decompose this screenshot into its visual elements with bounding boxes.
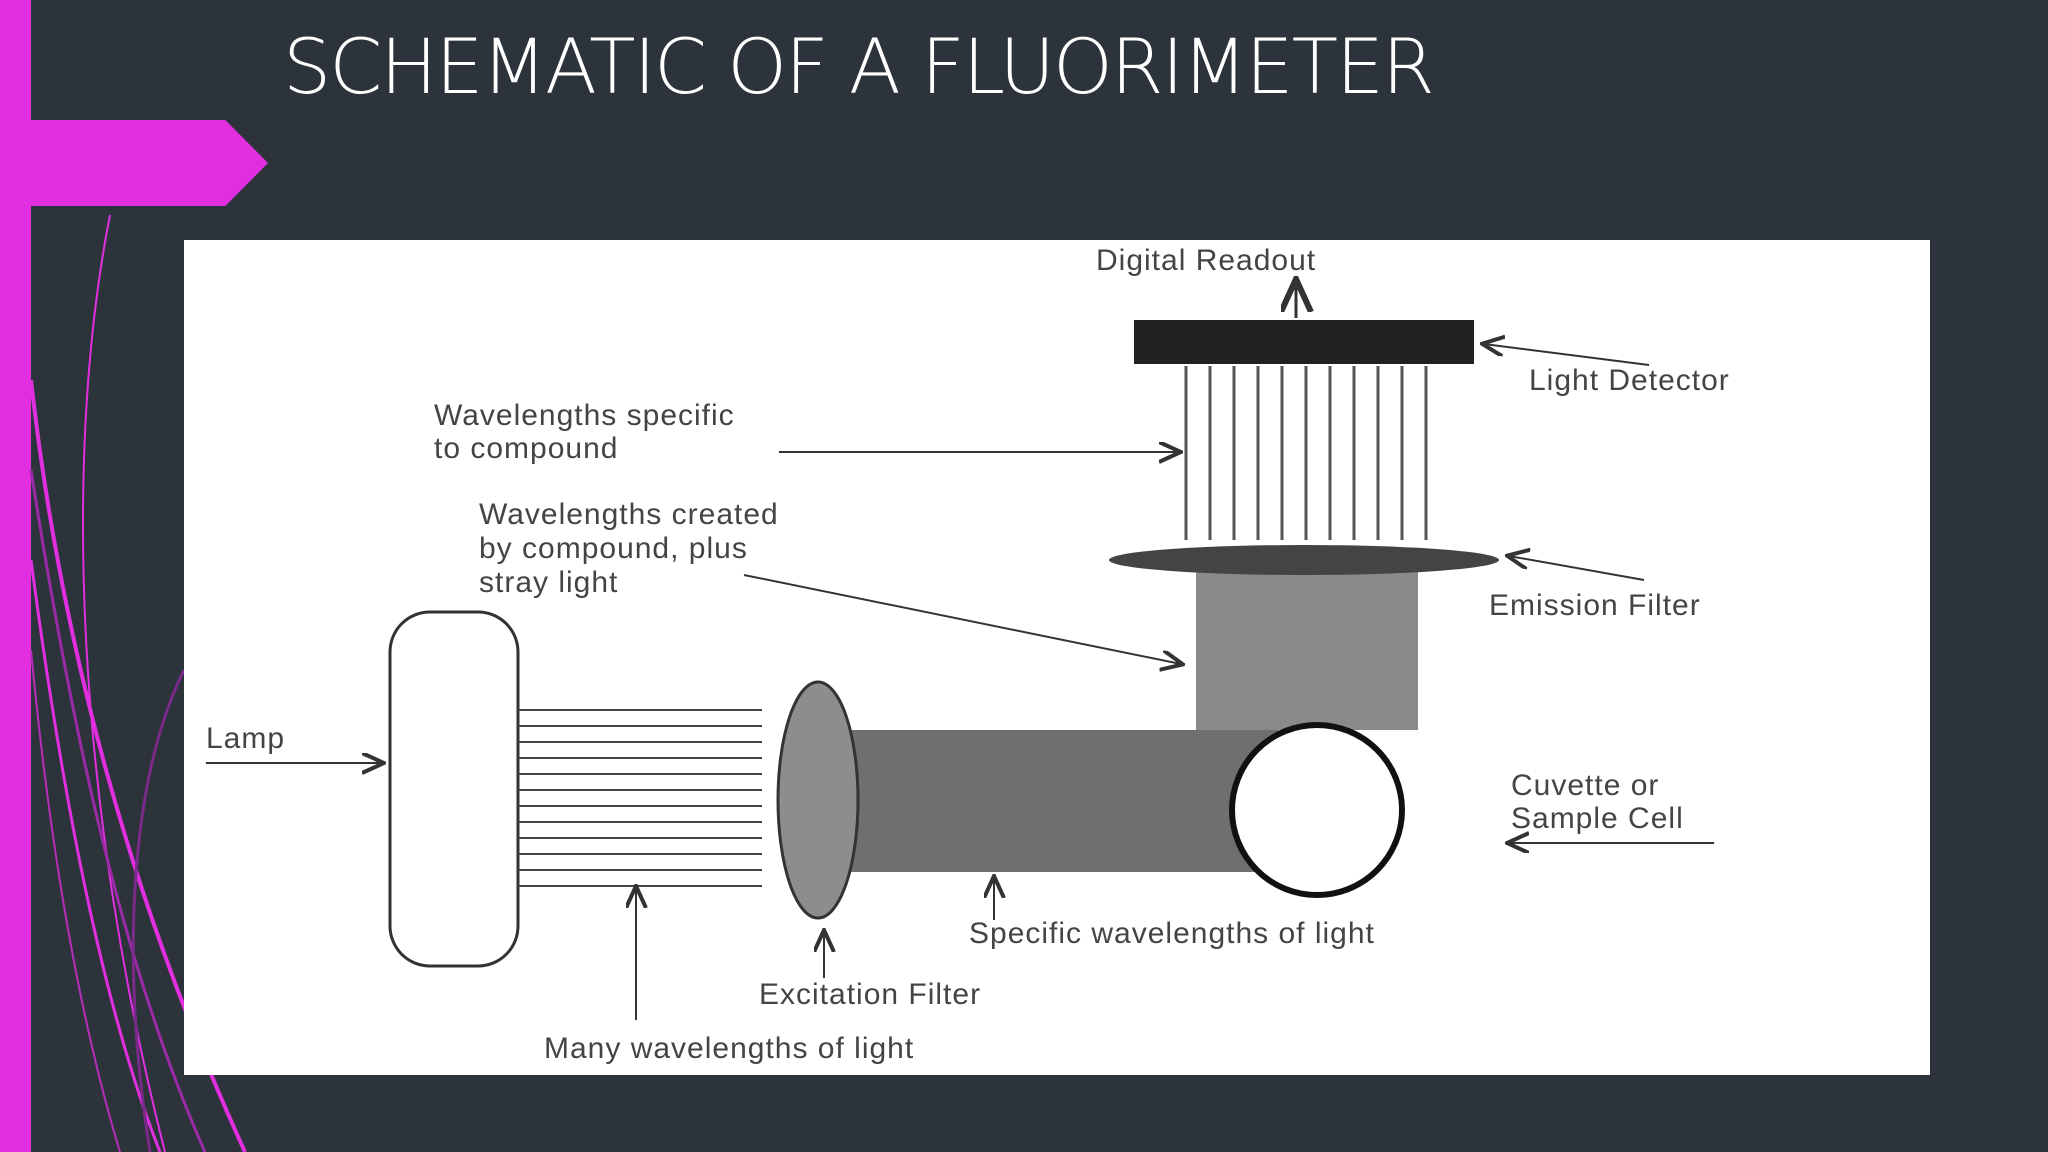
digital-readout-label: Digital Readout	[1096, 244, 1316, 277]
many-wavelengths-label: Many wavelengths of light	[544, 1032, 914, 1065]
wavelengths-created-label-line1: Wavelengths created	[479, 498, 779, 531]
emission-light-path	[1196, 560, 1418, 730]
specific-wavelengths-label: Specific wavelengths of light	[969, 917, 1375, 950]
accent-side-bar	[0, 0, 31, 1152]
excitation-filter-label: Excitation Filter	[759, 978, 981, 1011]
wavelengths-created-label-line2: by compound, plus	[479, 532, 748, 565]
lamp-label: Lamp	[206, 722, 285, 755]
cuvette-label-line2: Sample Cell	[1511, 802, 1684, 835]
light-detector-label: Light Detector	[1529, 364, 1730, 397]
excitation-light-path	[814, 730, 1279, 872]
lamp	[388, 610, 520, 968]
emission-filter-label: Emission Filter	[1489, 589, 1701, 622]
lamp-light-rays	[518, 709, 762, 887]
accent-arrow-tab	[31, 120, 268, 206]
fluorimeter-diagram: Digital Readout Light Detector Emission …	[184, 240, 1930, 1075]
emitted-light-rays	[1184, 366, 1428, 540]
fluorimeter-schematic: Digital Readout Light Detector Emission …	[206, 244, 1730, 1065]
wavelengths-specific-label-line1: Wavelengths specific	[434, 399, 735, 432]
slide-title: SCHEMATIC OF A FLUORIMETER	[283, 22, 1435, 111]
light-detector	[1134, 320, 1474, 364]
wavelengths-specific-label-line2: to compound	[434, 432, 618, 465]
emission-filter	[1109, 545, 1499, 575]
cuvette-label-line1: Cuvette or	[1511, 769, 1659, 802]
excitation-filter	[776, 680, 860, 920]
wavelengths-created-label-line3: stray light	[479, 566, 618, 599]
cuvette	[1229, 722, 1405, 898]
